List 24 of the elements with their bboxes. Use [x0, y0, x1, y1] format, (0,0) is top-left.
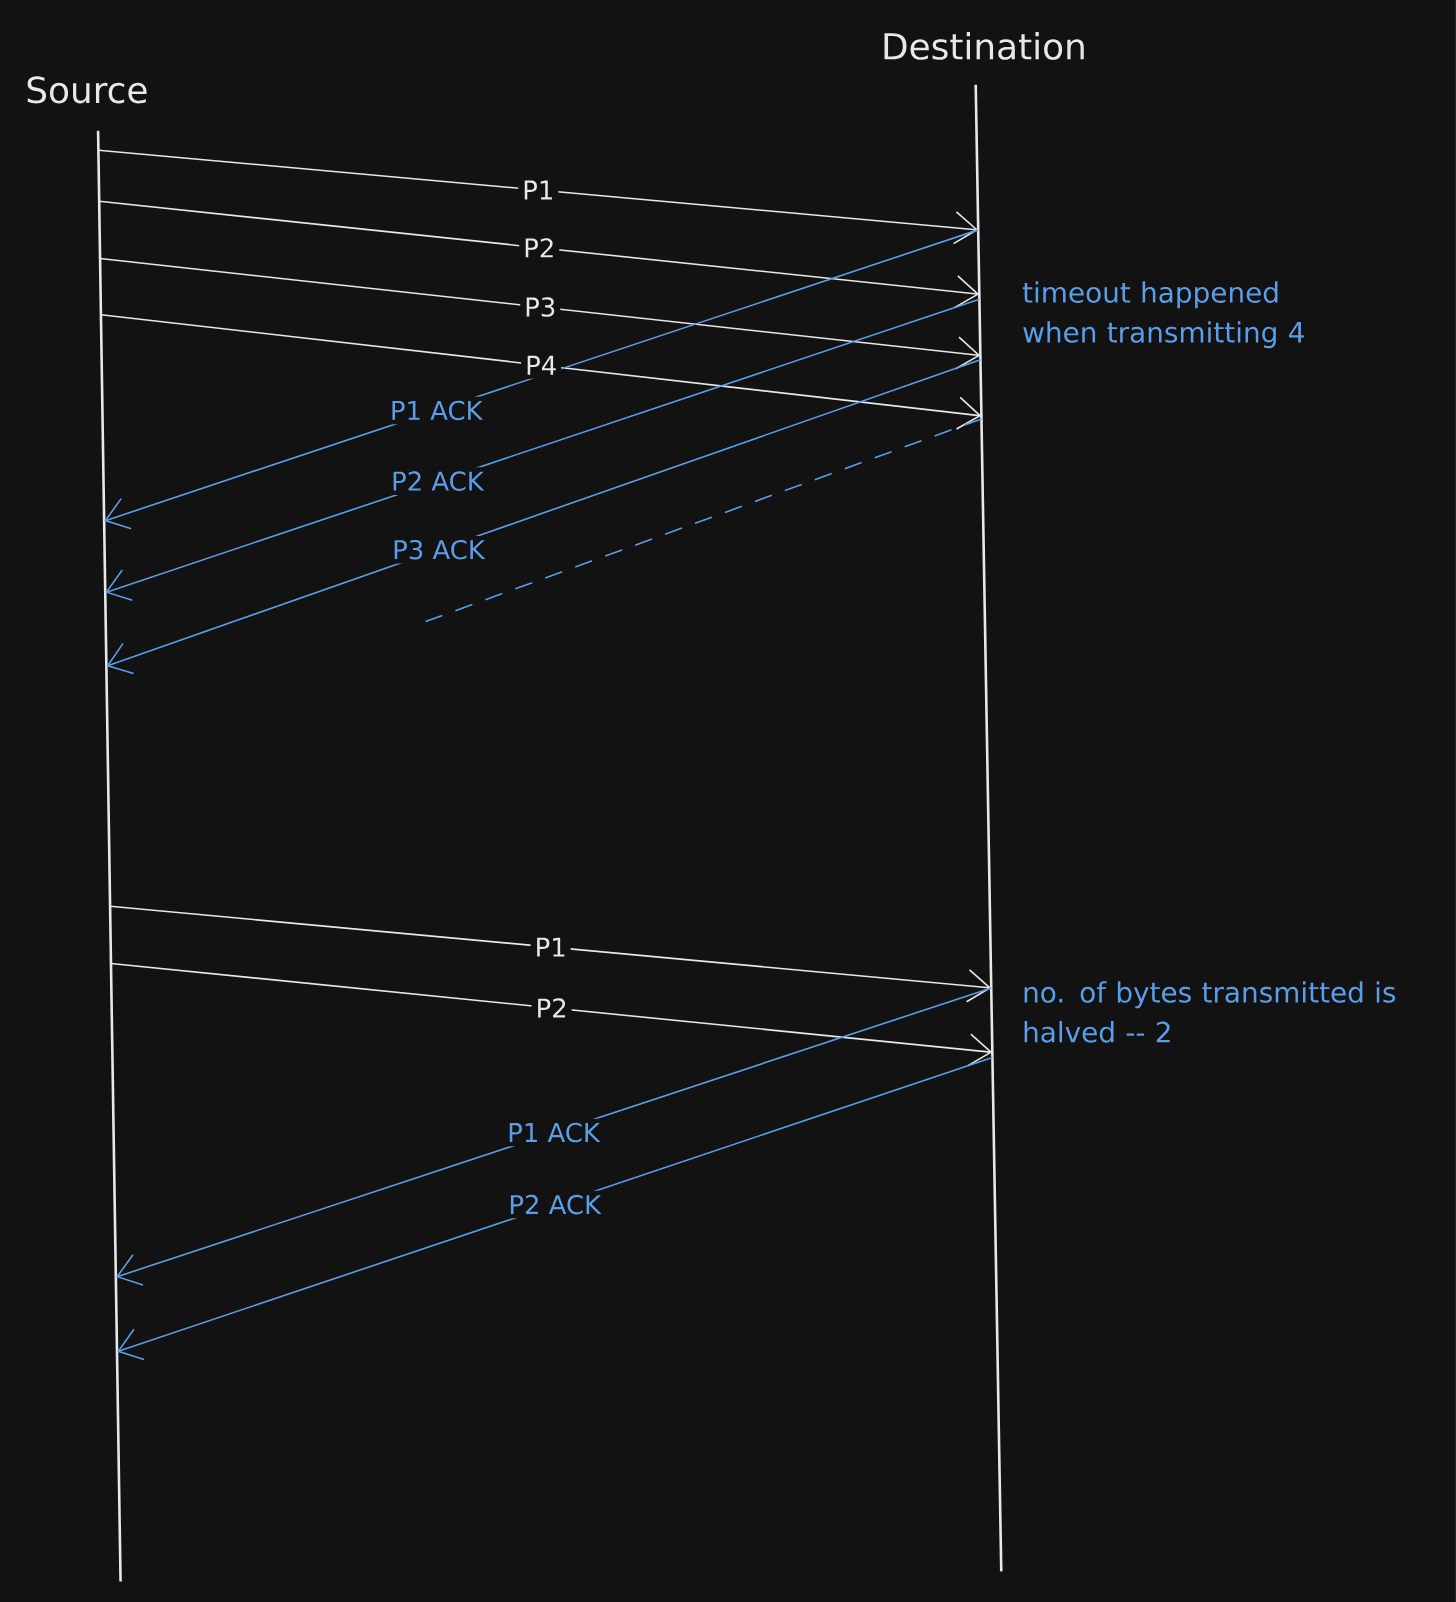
lifeline-title: Destination	[884, 32, 1084, 60]
arrow	[104, 229, 979, 530]
arrow	[100, 313, 982, 430]
edge-label: P1 ACK	[386, 396, 487, 425]
edge-label: P4	[521, 351, 562, 379]
arrow	[117, 1056, 994, 1361]
arrow	[106, 358, 982, 675]
arrow	[97, 149, 979, 245]
edge-label: P1 ACK	[503, 1118, 604, 1147]
lifeline-title: Source	[27, 76, 147, 104]
note: no. of bytes transmitted is halved -- 2	[1024, 981, 1396, 1043]
edge-label: P2 ACK	[504, 1190, 606, 1219]
edge-label: P1	[518, 176, 559, 204]
edge-label: P3 ACK	[388, 535, 489, 564]
arrow	[109, 905, 992, 1003]
edge-label: P2	[519, 234, 560, 262]
arrow	[110, 962, 993, 1067]
edge-label: P2	[531, 994, 572, 1022]
note: timeout happened when transmitting 4	[1022, 281, 1304, 349]
arrow	[115, 987, 993, 1286]
arrow	[105, 298, 981, 602]
arrow	[98, 200, 980, 309]
edge-label: P2 ACK	[387, 467, 488, 495]
edge-label: P3	[520, 293, 561, 321]
